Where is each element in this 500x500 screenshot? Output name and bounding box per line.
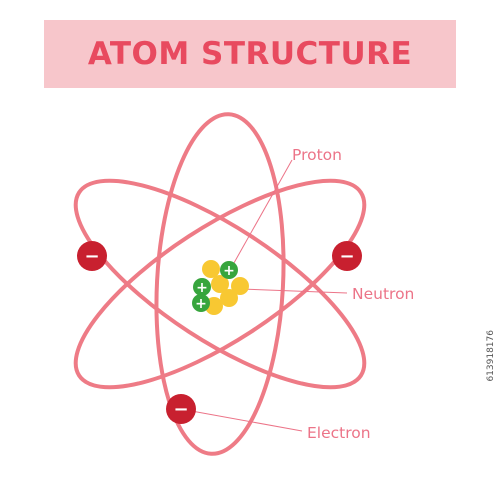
neutron (202, 260, 220, 278)
proton-label: Proton (292, 146, 342, 164)
orbits (73, 112, 367, 456)
proton (192, 294, 210, 312)
electrons: − − − (77, 241, 362, 424)
electron-sign: − (84, 246, 99, 267)
watermark-id: 613918176 (486, 330, 496, 382)
neutron (231, 277, 249, 295)
electron (332, 241, 362, 271)
proton-sign: + (196, 280, 208, 296)
proton (220, 261, 238, 279)
orbit-tilted-right (73, 178, 367, 390)
proton (193, 278, 211, 296)
proton-sign: + (223, 263, 235, 279)
neutron (211, 275, 229, 293)
electron-leader-line (185, 409, 303, 432)
neutron-leader-line (239, 288, 348, 294)
title-banner: ATOM STRUCTURE (44, 20, 456, 88)
neutron (220, 289, 238, 307)
proton-sign: + (195, 296, 207, 312)
electron (77, 241, 107, 271)
electron-label: Electron (307, 424, 371, 442)
page-title: ATOM STRUCTURE (87, 36, 413, 72)
orbit-tilted-left (73, 178, 367, 390)
nucleus: + + + (192, 260, 249, 315)
leader-lines (185, 159, 348, 432)
electron-sign: − (173, 399, 188, 420)
neutron-label: Neutron (352, 285, 414, 303)
proton-leader-line (229, 159, 293, 271)
orbit-vertical (154, 112, 286, 456)
electron (166, 394, 196, 424)
electron-sign: − (339, 246, 354, 267)
